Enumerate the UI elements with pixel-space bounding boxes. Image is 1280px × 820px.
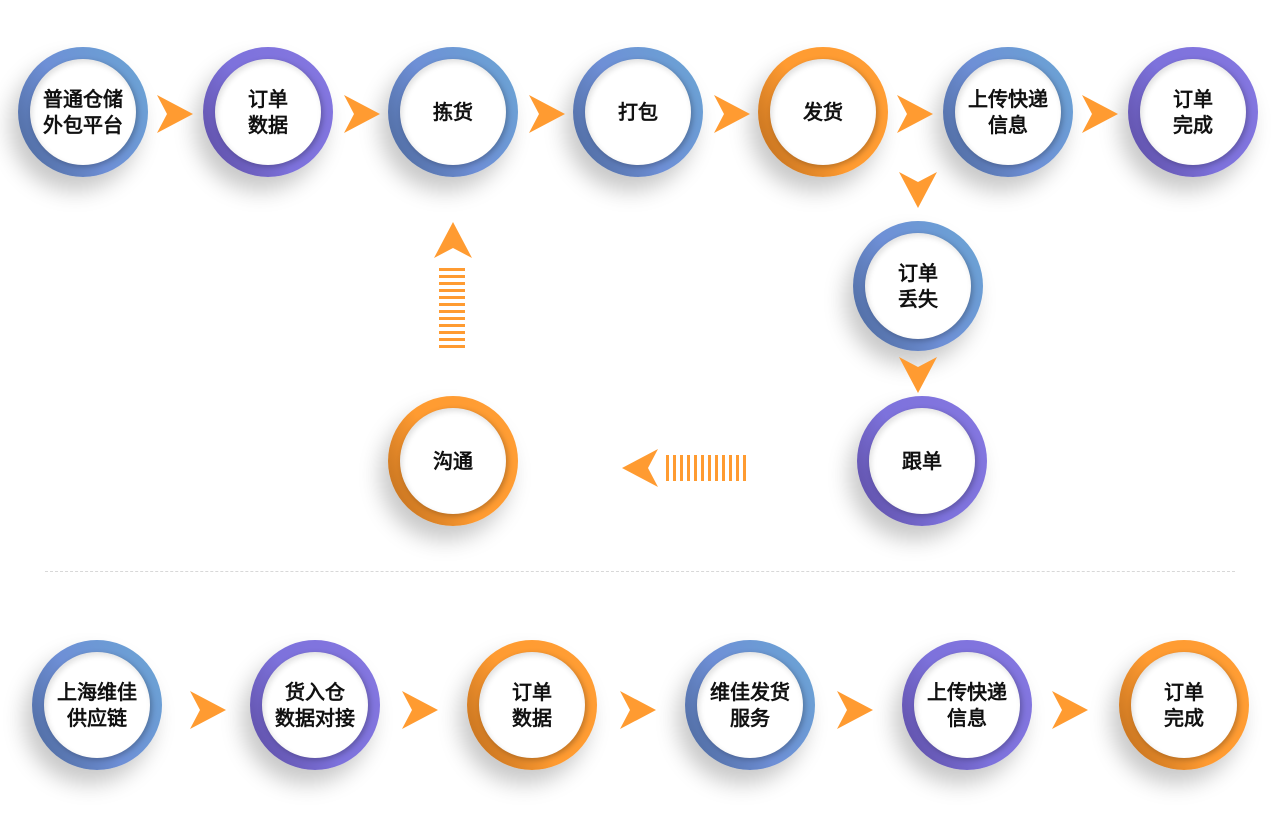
section-divider bbox=[45, 571, 1235, 572]
chevron-right-icon bbox=[402, 691, 438, 729]
node-label: 订单完成 bbox=[1131, 652, 1237, 758]
node-label: 上传快递信息 bbox=[955, 59, 1061, 165]
node-label-line: 丢失 bbox=[898, 287, 938, 311]
node-label-line: 数据 bbox=[248, 113, 288, 137]
node-label: 货入仓数据对接 bbox=[262, 652, 368, 758]
node-label: 上海维佳供应链 bbox=[44, 652, 150, 758]
node-label: 订单数据 bbox=[479, 652, 585, 758]
node-label: 上传快递信息 bbox=[914, 652, 1020, 758]
node-label-line: 跟单 bbox=[902, 449, 942, 473]
node-label: 订单完成 bbox=[1140, 59, 1246, 165]
arrow-left-icon bbox=[622, 449, 658, 487]
node-label-line: 普通仓储 bbox=[43, 87, 123, 111]
node-label-line: 上传快递 bbox=[927, 680, 1007, 704]
node-label-line: 发货 bbox=[803, 100, 843, 124]
chevron-right-icon bbox=[1082, 95, 1118, 133]
node-label: 订单数据 bbox=[215, 59, 321, 165]
bottom-step-4: 维佳发货服务 bbox=[685, 640, 815, 770]
node-label: 跟单 bbox=[869, 408, 975, 514]
node-label-line: 沟通 bbox=[433, 449, 473, 473]
chevron-right-icon bbox=[837, 691, 873, 729]
node-label-line: 订单 bbox=[512, 680, 552, 704]
node-label-line: 供应链 bbox=[67, 706, 127, 730]
top-step-7: 订单完成 bbox=[1128, 47, 1258, 177]
node-label-line: 订单 bbox=[248, 87, 288, 111]
node-label-line: 拣货 bbox=[433, 100, 473, 124]
chevron-right-icon bbox=[714, 95, 750, 133]
chevron-down-icon bbox=[899, 172, 937, 208]
chevron-right-icon bbox=[344, 95, 380, 133]
node-label-line: 完成 bbox=[1173, 113, 1213, 137]
chevron-right-icon bbox=[157, 95, 193, 133]
chevron-down-icon bbox=[899, 357, 937, 393]
bottom-step-5: 上传快递信息 bbox=[902, 640, 1032, 770]
node-label: 拣货 bbox=[400, 59, 506, 165]
node-label-line: 信息 bbox=[988, 113, 1028, 137]
node-label-line: 订单 bbox=[1164, 680, 1204, 704]
node-label-line: 订单 bbox=[898, 261, 938, 285]
node-label-line: 上传快递 bbox=[968, 87, 1048, 111]
node-label: 维佳发货服务 bbox=[697, 652, 803, 758]
node-label-line: 信息 bbox=[947, 706, 987, 730]
node-label: 普通仓储外包平台 bbox=[30, 59, 136, 165]
node-label: 发货 bbox=[770, 59, 876, 165]
exception-step-communicate: 沟通 bbox=[388, 396, 518, 526]
node-label-line: 订单 bbox=[1173, 87, 1213, 111]
bottom-step-2: 货入仓数据对接 bbox=[250, 640, 380, 770]
node-label: 沟通 bbox=[400, 408, 506, 514]
top-step-6: 上传快递信息 bbox=[943, 47, 1073, 177]
chevron-right-icon bbox=[190, 691, 226, 729]
node-label-line: 打包 bbox=[618, 100, 658, 124]
chevron-right-icon bbox=[1052, 691, 1088, 729]
node-label-line: 货入仓 bbox=[285, 680, 345, 704]
node-label: 打包 bbox=[585, 59, 691, 165]
node-label-line: 数据对接 bbox=[275, 706, 355, 730]
top-step-2: 订单数据 bbox=[203, 47, 333, 177]
node-label-line: 数据 bbox=[512, 706, 552, 730]
top-step-1: 普通仓储外包平台 bbox=[18, 47, 148, 177]
top-step-4: 打包 bbox=[573, 47, 703, 177]
chevron-right-icon bbox=[529, 95, 565, 133]
bottom-step-3: 订单数据 bbox=[467, 640, 597, 770]
exception-step-order-lost: 订单丢失 bbox=[853, 221, 983, 351]
node-label: 订单丢失 bbox=[865, 233, 971, 339]
bottom-step-1: 上海维佳供应链 bbox=[32, 640, 162, 770]
top-step-5: 发货 bbox=[758, 47, 888, 177]
arrow-up-icon bbox=[434, 222, 472, 258]
exception-step-follow-up: 跟单 bbox=[857, 396, 987, 526]
top-step-3: 拣货 bbox=[388, 47, 518, 177]
node-label-line: 外包平台 bbox=[43, 113, 123, 137]
chevron-right-icon bbox=[620, 691, 656, 729]
bottom-step-6: 订单完成 bbox=[1119, 640, 1249, 770]
chevron-right-icon bbox=[897, 95, 933, 133]
node-label-line: 上海维佳 bbox=[57, 680, 137, 704]
node-label-line: 完成 bbox=[1164, 706, 1204, 730]
node-label-line: 服务 bbox=[730, 706, 770, 730]
node-label-line: 维佳发货 bbox=[710, 680, 790, 704]
